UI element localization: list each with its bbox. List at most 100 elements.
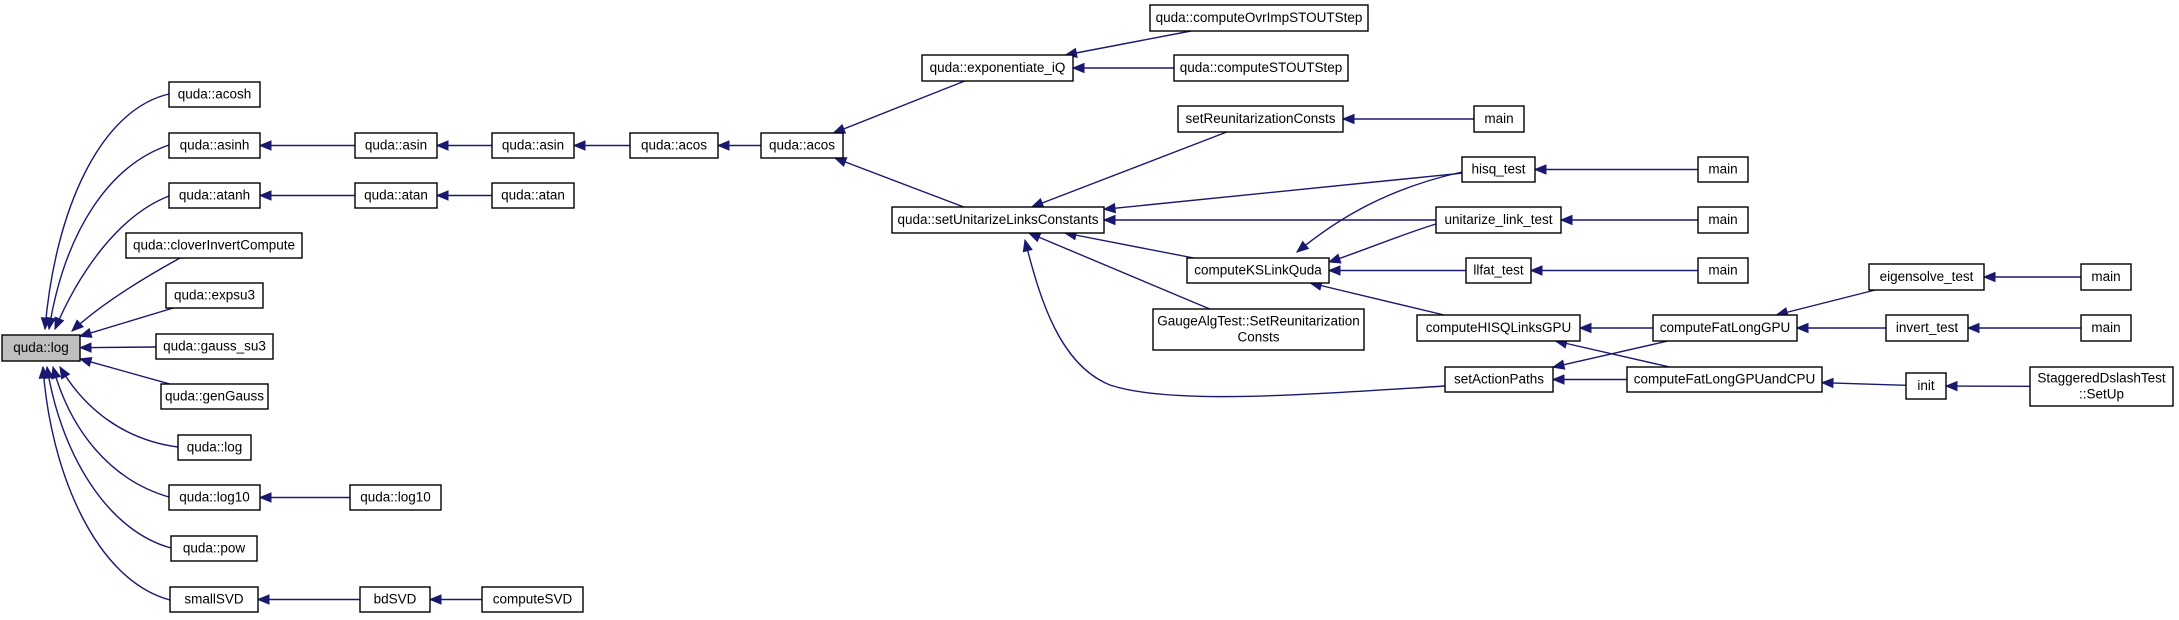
- node-label: hisq_test: [1471, 162, 1525, 177]
- graph-node-log-root[interactable]: quda::log: [1, 334, 81, 362]
- graph-node-main5[interactable]: main: [2080, 263, 2132, 291]
- graph-node-main3[interactable]: main: [1697, 206, 1749, 234]
- graph-node-main2[interactable]: main: [1697, 156, 1749, 183]
- edge-arrowhead: [572, 140, 586, 151]
- edge-ksl-to-setunit: [1063, 230, 1194, 259]
- graph-node-stagg[interactable]: StaggeredDslashTest::SetUp: [2029, 366, 2174, 407]
- node-box: [1461, 156, 1536, 183]
- node-box: [629, 132, 719, 159]
- edge-arrowhead: [38, 365, 50, 379]
- node-label: unitarize_link_test: [1444, 212, 1552, 227]
- node-label: quda::atanh: [179, 188, 250, 203]
- edge-gausssu3-to-log_root: [78, 342, 157, 353]
- edge-arrowhead: [1341, 113, 1355, 125]
- edge-arrowhead: [1102, 214, 1116, 226]
- graph-node-init[interactable]: init: [1905, 372, 1947, 400]
- edge-asinh-to-log_root: [45, 144, 170, 331]
- node-box: [359, 586, 431, 613]
- edge-fatgpu-to-setaction: [1551, 340, 1669, 370]
- graph-node-main6[interactable]: main: [2080, 314, 2132, 342]
- edge-arrowhead: [1820, 377, 1834, 389]
- edge-line: [1065, 30, 1192, 56]
- edge-line: [52, 366, 170, 498]
- node-label: GaugeAlgTest::SetReunitarization: [1157, 314, 1360, 329]
- edge-arrowhead: [1295, 240, 1310, 253]
- edge-arrowhead: [258, 140, 272, 151]
- graph-node-acos2[interactable]: quda::acos: [760, 132, 844, 159]
- graph-node-bdsvd[interactable]: bdSVD: [359, 586, 431, 613]
- graph-node-pow[interactable]: quda::pow: [170, 535, 258, 562]
- graph-node-smallsvd[interactable]: smallSVD: [169, 586, 259, 613]
- graph-node-acos1[interactable]: quda::acos: [629, 132, 719, 159]
- node-box: [921, 54, 1074, 82]
- graph-node-setunit[interactable]: quda::setUnitarizeLinksConstants: [891, 206, 1105, 234]
- node-label: quda::cloverInvertCompute: [133, 238, 295, 253]
- graph-node-clover[interactable]: quda::cloverInvertCompute: [125, 232, 303, 259]
- graph-node-log10b[interactable]: quda::log10: [349, 484, 442, 511]
- edge-line: [79, 358, 170, 385]
- graph-node-hisq[interactable]: hisq_test: [1461, 156, 1536, 183]
- edge-arrowhead: [1529, 265, 1543, 276]
- graph-node-gausssu3[interactable]: quda::gauss_su3: [155, 333, 274, 360]
- node-box: [481, 586, 584, 613]
- graph-node-ksl[interactable]: computeKSLinkQuda: [1186, 257, 1330, 284]
- edge-ovrimp-to-expiq: [1064, 30, 1192, 58]
- graph-node-invert[interactable]: invert_test: [1885, 314, 1969, 342]
- edge-arrowhead: [1551, 359, 1566, 370]
- nodes-layer: quda::log quda::acoshquda::asinhquda::ata…: [1, 4, 2174, 613]
- graph-node-main4[interactable]: main: [1697, 257, 1749, 284]
- graph-node-fatgpu[interactable]: computeFatLongGPU: [1652, 314, 1798, 342]
- graph-node-eigen[interactable]: eigensolve_test: [1868, 263, 1985, 291]
- edge-init-to-fatgpucpu: [1820, 377, 1907, 389]
- edge-line: [1031, 131, 1227, 208]
- node-box: [1177, 105, 1344, 133]
- graph-node-expiq[interactable]: quda::exponentiate_iQ: [921, 54, 1074, 82]
- graph-node-fatgpucpu[interactable]: computeFatLongGPUandCPU: [1626, 366, 1823, 393]
- edge-eigen-to-fatgpu: [1775, 289, 1876, 318]
- node-label: main: [1708, 263, 1737, 278]
- graph-node-atanh[interactable]: quda::atanh: [168, 182, 261, 209]
- graph-node-ovrimp[interactable]: quda::computeOvrImpSTOUTStep: [1149, 4, 1369, 32]
- graph-node-log10[interactable]: quda::log10: [168, 484, 261, 511]
- graph-node-asinh[interactable]: quda::asinh: [168, 132, 261, 159]
- graph-node-hisqgpu[interactable]: computeHISQLinksGPU: [1416, 314, 1581, 342]
- node-label: computeHISQLinksGPU: [1426, 320, 1572, 335]
- edge-arrowhead: [435, 190, 449, 201]
- graph-node-expsu3[interactable]: quda::expsu3: [165, 282, 264, 309]
- edge-acos1-to-asin2: [572, 140, 630, 151]
- graph-node-gengauss[interactable]: quda::genGauss: [160, 383, 269, 410]
- node-box: [2029, 366, 2174, 407]
- graph-node-acosh[interactable]: quda::acosh: [168, 81, 261, 108]
- graph-node-asin2[interactable]: quda::asin: [491, 132, 575, 159]
- node-box: [1416, 314, 1581, 342]
- graph-node-setaction[interactable]: setActionPaths: [1444, 366, 1554, 393]
- edge-arrowhead: [258, 492, 272, 503]
- graph-node-asin1[interactable]: quda::asin: [354, 132, 438, 159]
- edge-atanh-to-log_root: [54, 195, 170, 331]
- graph-node-atan2[interactable]: quda::atan: [491, 182, 575, 209]
- node-label: quda::computeOvrImpSTOUTStep: [1156, 10, 1363, 25]
- node-label: quda::exponentiate_iQ: [930, 60, 1066, 75]
- edge-arrowhead: [435, 140, 449, 151]
- graph-node-main1[interactable]: main: [1473, 105, 1525, 133]
- graph-node-llfat[interactable]: llfat_test: [1465, 257, 1532, 284]
- edge-line: [1064, 232, 1194, 259]
- node-box: [168, 132, 261, 159]
- graph-node-setreunit[interactable]: setReunitarizationConsts: [1177, 105, 1344, 133]
- node-label: quda::genGauss: [165, 389, 264, 404]
- graph-node-computesvd[interactable]: computeSVD: [481, 586, 584, 613]
- node-box: [1697, 156, 1749, 183]
- graph-node-log2[interactable]: quda::log: [177, 434, 252, 461]
- graph-node-stout[interactable]: quda::computeSTOUTStep: [1173, 54, 1349, 82]
- edge-computesvd-to-bdsvd: [428, 594, 482, 605]
- edge-stout-to-expiq: [1071, 62, 1174, 74]
- node-label: quda::pow: [183, 541, 246, 556]
- graph-node-unitlink[interactable]: unitarize_link_test: [1435, 206, 1562, 234]
- edge-hisq-to-ksl: [1295, 171, 1463, 253]
- node-label: StaggeredDslashTest: [2037, 371, 2166, 386]
- node-label: quda::log10: [360, 490, 431, 505]
- edge-atan1-to-atanh: [258, 190, 355, 201]
- graph-node-atan1[interactable]: quda::atan: [354, 182, 438, 209]
